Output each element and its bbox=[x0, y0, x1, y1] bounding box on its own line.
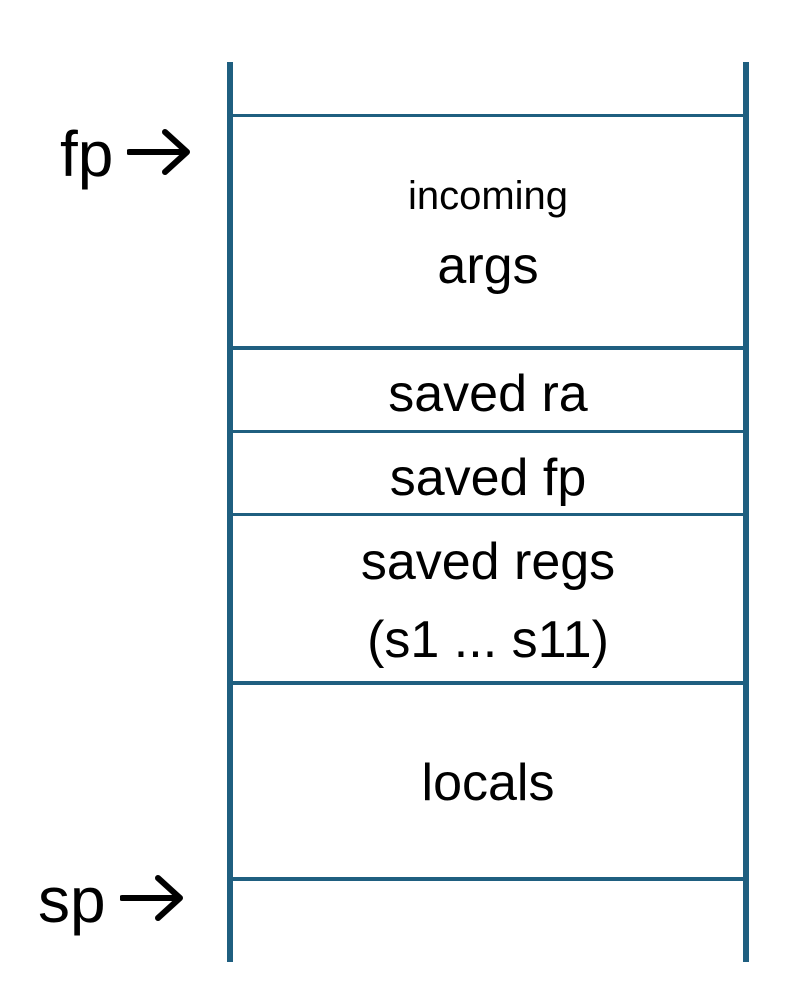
divider-ra-bottom bbox=[230, 430, 746, 433]
divider-fp bbox=[230, 114, 746, 117]
saved-ra-label: saved ra bbox=[388, 365, 588, 423]
divider-args-bottom bbox=[230, 346, 746, 350]
incoming-args-label-line2: args bbox=[437, 237, 539, 295]
sp-pointer-label: sp bbox=[38, 864, 106, 936]
incoming-args-label-line1: incoming bbox=[407, 174, 569, 218]
divider-regs-bottom bbox=[230, 681, 746, 685]
stack-left-wall bbox=[227, 62, 233, 962]
fp-pointer-label: fp bbox=[60, 118, 114, 190]
saved-regs-label-line2: (s1 ... s11) bbox=[367, 611, 609, 669]
fp-pointer: fp bbox=[60, 122, 191, 186]
right-arrow-icon bbox=[126, 128, 191, 181]
saved-regs-label-line1: saved regs bbox=[360, 533, 616, 591]
divider-sp bbox=[230, 877, 746, 881]
saved-fp-label: saved fp bbox=[389, 449, 587, 507]
sp-pointer: sp bbox=[38, 868, 184, 932]
right-arrow-icon bbox=[118, 874, 184, 927]
stack-right-wall bbox=[743, 62, 749, 962]
locals-label: locals bbox=[421, 754, 555, 812]
divider-fp-bottom bbox=[230, 513, 746, 516]
